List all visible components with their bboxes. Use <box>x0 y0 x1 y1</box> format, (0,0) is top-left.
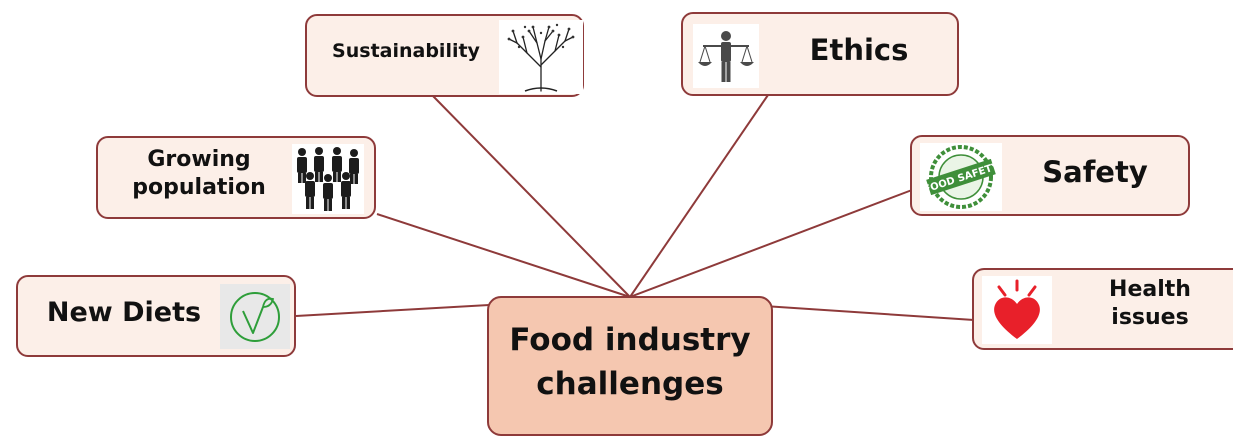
people-crowd-icon <box>292 144 364 214</box>
connector-growing-population <box>376 213 631 298</box>
food-safety-seal-icon: FOOD SAFETY <box>920 143 1002 211</box>
new-diets-label: New Diets <box>46 297 202 328</box>
connector-ethics <box>629 94 769 298</box>
health-issues-label-line1: Health <box>1109 277 1191 302</box>
node-ethics: Ethics <box>681 12 959 96</box>
node-safety: FOOD SAFETY Safety <box>910 135 1190 216</box>
growing-population-label-line2: population <box>132 174 266 200</box>
node-growing-population: Growing population <box>96 136 376 219</box>
connector-safety <box>629 189 913 298</box>
safety-label: Safety <box>1042 155 1148 189</box>
center-title-line1: Food industry <box>509 321 751 358</box>
vegan-v-icon <box>220 284 290 349</box>
sustainability-label: Sustainability <box>332 40 480 62</box>
center-title-line2: challenges <box>536 366 724 402</box>
ethics-label: Ethics <box>809 33 909 67</box>
growing-population-label-line1: Growing <box>147 147 251 172</box>
node-new-diets: New Diets <box>16 275 296 357</box>
growing-population-label: Growing population <box>108 146 290 201</box>
health-issues-label-line2: issues <box>1111 304 1189 330</box>
justice-scales-icon <box>693 24 759 88</box>
node-sustainability: Sustainability <box>305 14 584 97</box>
center-title: Food industry challenges <box>509 318 750 406</box>
heart-icon <box>982 276 1052 344</box>
node-health-issues: Health issues <box>972 268 1233 350</box>
connector-sustainability <box>431 94 631 298</box>
center-node-food-industry-challenges: Food industry challenges <box>487 296 773 436</box>
tree-icon <box>499 20 583 94</box>
health-issues-label: Health issues <box>1058 276 1233 331</box>
